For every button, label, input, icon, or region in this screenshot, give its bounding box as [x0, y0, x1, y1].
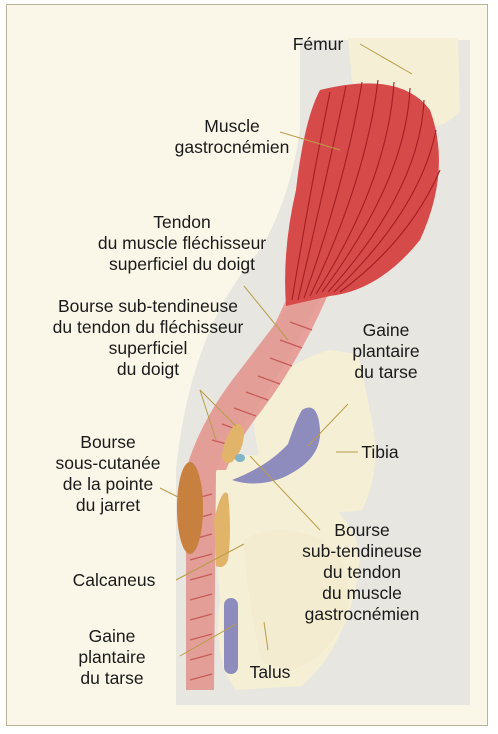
gaine-plantaire-bottom — [224, 598, 238, 674]
label-tibia: Tibia — [361, 442, 398, 463]
label-flexor-tendon: Tendon du muscle fléchisseur superficiel… — [98, 212, 266, 275]
label-gaine-plantaire-top: Gaine plantaire du tarse — [352, 320, 419, 383]
label-talus: Talus — [250, 662, 291, 683]
label-bourse-sous-cutanee: Bourse sous-cutanée de la pointe du jarr… — [55, 432, 160, 516]
label-calcaneus: Calcaneus — [73, 570, 156, 591]
label-bourse-subtendineuse-gastrocnemien: Bourse sub-tendineuse du tendon du muscl… — [302, 520, 422, 625]
bourse-subtendineuse-gastrocnemien — [235, 454, 245, 462]
label-gastrocnemius: Muscle gastrocnémien — [175, 116, 290, 158]
label-bourse-subtendineuse-flechisseur: Bourse sub-tendineuse du tendon du fléch… — [53, 296, 244, 380]
bourse-sous-cutanee — [177, 462, 203, 554]
label-femur: Fémur — [293, 34, 344, 55]
label-gaine-plantaire-bottom: Gaine plantaire du tarse — [78, 626, 145, 689]
